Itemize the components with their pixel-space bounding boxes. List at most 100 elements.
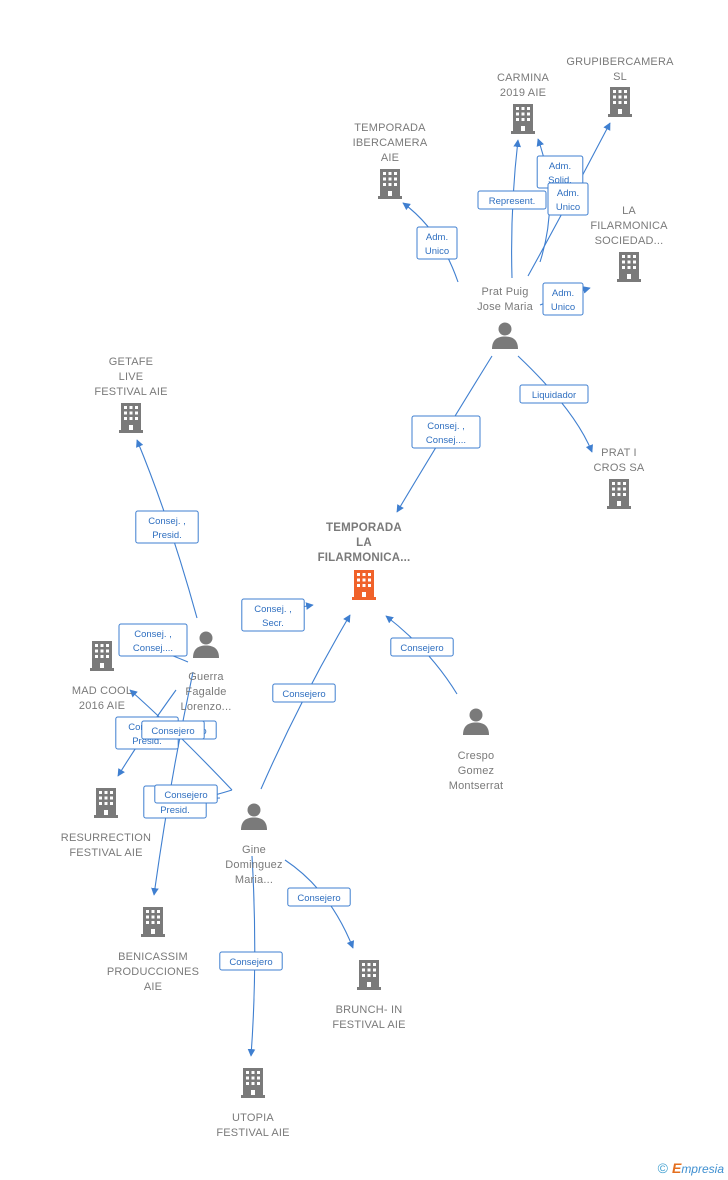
edge-label-gine-to-temporada_filarmonica[interactable]: Consejero (272, 683, 336, 703)
node-label: Maria... (235, 874, 273, 886)
edge-label-text: Consej. , (134, 629, 172, 640)
edge-label-text: Consej. , (148, 516, 186, 527)
edge-label-gine-to-mad_cool[interactable]: Consejero (141, 720, 205, 740)
node-guerra[interactable]: GuerraFagaldeLorenzo... (181, 631, 232, 714)
node-brunch[interactable]: BRUNCH- IN FESTIVAL AIE (332, 960, 405, 1031)
building-icon (241, 1068, 265, 1098)
copyright-symbol: © (657, 1160, 668, 1176)
edge-label-box (154, 784, 218, 804)
node-mad_cool[interactable]: MAD COOL 2016 AIE (72, 641, 132, 712)
node-label: Jose Maria (477, 301, 533, 313)
edge-label-gine-to-brunch[interactable]: Consejero (287, 887, 351, 907)
node-label: Prat Puig (481, 286, 528, 298)
edge-label-prat_puig-to-prat_i_cros[interactable]: Liquidador (519, 384, 589, 404)
node-temporada_filarmonica[interactable]: TEMPORADALAFILARMONICA... (318, 522, 411, 600)
edge-label-guerra-to-temporada_filarmonica[interactable]: Consej. , Secr. (241, 598, 305, 632)
node-label: GETAFE (109, 356, 153, 368)
node-carmina[interactable]: CARMINA 2019 AIE (497, 72, 550, 134)
node-label: CROS SA (594, 462, 645, 474)
edge-label-text: Consejero (297, 893, 340, 904)
node-label: AIE (381, 152, 399, 164)
edge-label-text: Consejero (164, 790, 207, 801)
building-icon (608, 87, 632, 117)
node-label: RESURRECTION (61, 832, 151, 844)
node-label: LIVE (119, 371, 144, 383)
empresia-watermark: ©Empresia (658, 1160, 724, 1176)
edge-label-box (287, 887, 351, 907)
edge-label-text: Presid. (160, 805, 190, 816)
node-label: 2019 AIE (500, 87, 546, 99)
edge-label-box (416, 226, 458, 260)
building-icon (94, 788, 118, 818)
edge-guerra-to-benicassim (151, 671, 194, 896)
edge-label-box (241, 598, 305, 632)
person-icon (241, 803, 267, 830)
edge-label-box (519, 384, 589, 404)
node-label: PRAT I (601, 447, 637, 459)
node-la_filarmonica[interactable]: LA FILARMONICA SOCIEDAD... (590, 205, 668, 282)
edge-label-text: Adm. (552, 288, 574, 299)
building-icon (511, 104, 535, 134)
edge-label-box (542, 282, 584, 316)
node-label: Dominguez (225, 859, 282, 871)
edge-label-box (390, 637, 454, 657)
node-label: CARMINA (497, 72, 550, 84)
node-label: Fagalde (185, 686, 226, 698)
node-label: 2016 AIE (79, 700, 125, 712)
brand-name: mpresia (681, 1162, 724, 1176)
node-label: BRUNCH- IN (336, 1004, 403, 1016)
edge-label-box (547, 182, 589, 216)
edge-prat_puig-to-prat_i_cros (517, 355, 593, 453)
edge-label-prat_puig-to-carmina[interactable]: Represent. (477, 190, 547, 210)
edge-label-box (141, 720, 205, 740)
main-company-icon (352, 570, 376, 600)
edge-label-prat_puig-to-temporada_filarmonica[interactable]: Consej. ,Consej.... (411, 415, 481, 449)
node-label: FESTIVAL AIE (216, 1127, 289, 1139)
edge-label-text: Consejero (282, 689, 325, 700)
edge-label-text: Consej. , (427, 421, 465, 432)
nodes-layer: TEMPORADALAFILARMONICA...TEMPORADAIBERCA… (61, 56, 674, 1139)
edge-label-box (477, 190, 547, 210)
node-prat_i_cros[interactable]: PRAT I CROS SA (594, 447, 645, 509)
building-icon (607, 479, 631, 509)
edge-label-prat_puig-to-grupibercamera[interactable]: Adm.Unico (547, 182, 589, 216)
edge-label-text: Solid. (548, 175, 572, 186)
node-label: SOCIEDAD... (595, 235, 664, 247)
edge-label-text: Consej.... (133, 643, 173, 654)
node-label: SL (613, 71, 627, 83)
edge-label-gine-to-benicassim[interactable]: Consejero (154, 784, 218, 804)
node-label: LA (356, 537, 372, 549)
person-icon (492, 322, 518, 349)
node-label: FILARMONICA... (318, 552, 411, 564)
node-gine[interactable]: GineDominguezMaria... (225, 803, 283, 887)
node-label: LA (622, 205, 636, 217)
edge-labels-layer: Adm.UnicoRepresent.Adm.Solid.Adm.UnicoAd… (115, 155, 589, 971)
edge-label-text: Secr. (262, 618, 284, 629)
brand-initial: E (671, 1160, 682, 1176)
edge-label-text: Liquidador (532, 390, 576, 401)
edge-label-crespo-to-temporada_filarmonica[interactable]: Consejero (390, 637, 454, 657)
node-label: FILARMONICA (590, 220, 668, 232)
node-label: MAD COOL (72, 685, 132, 697)
building-icon (90, 641, 114, 671)
edge-label-guerra-to-mad_cool[interactable]: Consej. , Consej.... (118, 623, 188, 657)
node-label: FESTIVAL AIE (332, 1019, 405, 1031)
building-icon (357, 960, 381, 990)
edge-label-text: Consej. , (254, 604, 292, 615)
edge-label-gine-to-utopia[interactable]: Consejero (219, 951, 283, 971)
person-icon (193, 631, 219, 658)
edge-label-prat_puig-to-temporada_ibercamera[interactable]: Adm.Unico (416, 226, 458, 260)
edge-label-prat_puig-to-la_filarmonica[interactable]: Adm. Unico (542, 282, 584, 316)
edge-label-text: Unico (425, 246, 449, 257)
edge-label-text: Unico (551, 302, 575, 313)
edge-label-guerra-to-getafe[interactable]: Consej. ,Presid. (135, 510, 199, 544)
